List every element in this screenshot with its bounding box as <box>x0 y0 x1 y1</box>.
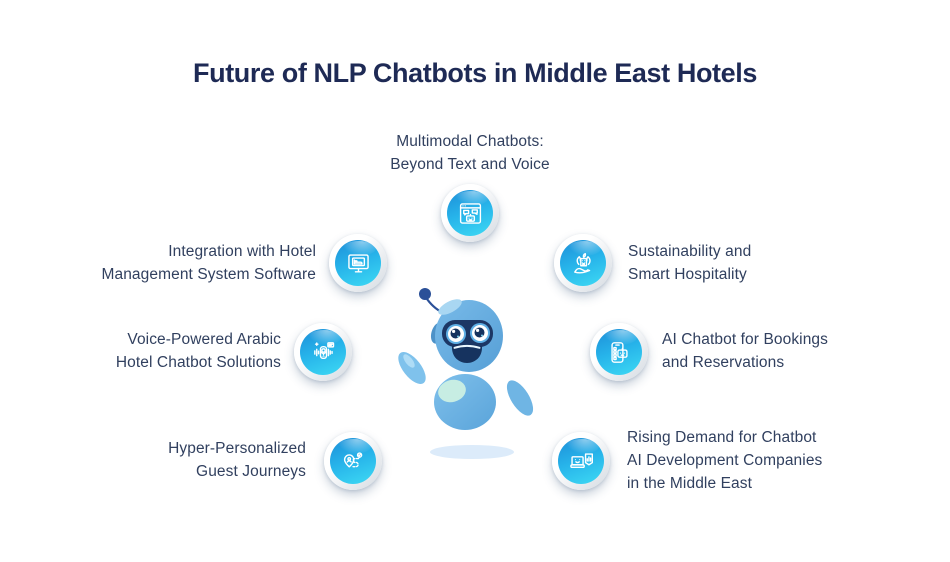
badge-multimodal-chatbots <box>441 184 499 242</box>
label-line: Multimodal Chatbots: <box>396 133 544 150</box>
label-line: Hyper-Personalized <box>168 440 306 457</box>
label-multimodal-chatbots: Multimodal Chatbots: Beyond Text and Voi… <box>318 130 622 176</box>
robot-eye-right <box>470 323 490 343</box>
chatbot-robot-mascot <box>398 288 534 459</box>
label-line: AI Chatbot for Bookings <box>662 331 829 348</box>
voice-assistant-icon <box>313 341 334 359</box>
badge-inner <box>335 240 381 286</box>
label-line: Rising Demand for Chatbot <box>627 429 817 446</box>
label-line: Beyond Text and Voice <box>390 156 550 173</box>
robot-body <box>434 374 496 430</box>
badge-inner <box>330 438 376 484</box>
robot-shadow <box>430 445 514 459</box>
page-title: Future of NLP Chatbots in Middle East Ho… <box>193 58 757 88</box>
label-rising-demand: Rising Demand for Chatbot AI Development… <box>627 426 932 495</box>
label-line: AI Development Companies <box>627 452 823 469</box>
label-line: Hotel Chatbot Solutions <box>115 354 281 371</box>
hand-hotel-leaves-icon <box>573 252 591 274</box>
badge-inner <box>300 329 346 375</box>
label-line: Integration with Hotel <box>168 243 316 260</box>
badge-inner <box>558 438 604 484</box>
robot-mouth <box>451 344 483 363</box>
robot-arms <box>398 352 534 416</box>
label-line: and Reservations <box>662 354 785 371</box>
badge-rising-demand <box>552 432 610 490</box>
journey-map-pin-icon <box>343 451 362 467</box>
badge-voice-assistant <box>294 323 352 381</box>
label-ai-chatbot-bookings: AI Chatbot for Bookings and Reservations <box>662 328 942 374</box>
label-sustainability: Sustainability and Smart Hospitality <box>628 240 918 286</box>
monitor-hotel-icon <box>347 253 369 273</box>
browser-chatbot-icon <box>459 202 481 224</box>
label-line: Smart Hospitality <box>628 266 747 283</box>
badge-sustainability <box>554 234 612 292</box>
robot-head <box>430 299 503 372</box>
label-voice-powered-arabic: Voice-Powered Arabic Hotel Chatbot Solut… <box>20 328 281 374</box>
badge-ai-chatbot-bookings <box>590 323 648 381</box>
label-line: Guest Journeys <box>196 463 306 480</box>
label-hyper-personalized: Hyper-Personalized Guest Journeys <box>56 437 306 483</box>
label-line: Voice-Powered Arabic <box>127 331 281 348</box>
label-integration-hms: Integration with Hotel Management System… <box>18 240 316 286</box>
laptop-chart-badge-icon <box>569 452 593 468</box>
badge-inner <box>560 240 606 286</box>
badge-guest-journeys <box>324 432 382 490</box>
badge-integration-hms <box>329 234 387 292</box>
label-line: in the Middle East <box>627 475 753 492</box>
robot-eye-left <box>446 324 466 344</box>
phone-booking-bot-icon <box>610 341 628 363</box>
badge-inner <box>447 190 493 236</box>
label-line: Sustainability and <box>628 243 752 260</box>
label-line: Management System Software <box>101 266 316 283</box>
badge-inner <box>596 329 642 375</box>
